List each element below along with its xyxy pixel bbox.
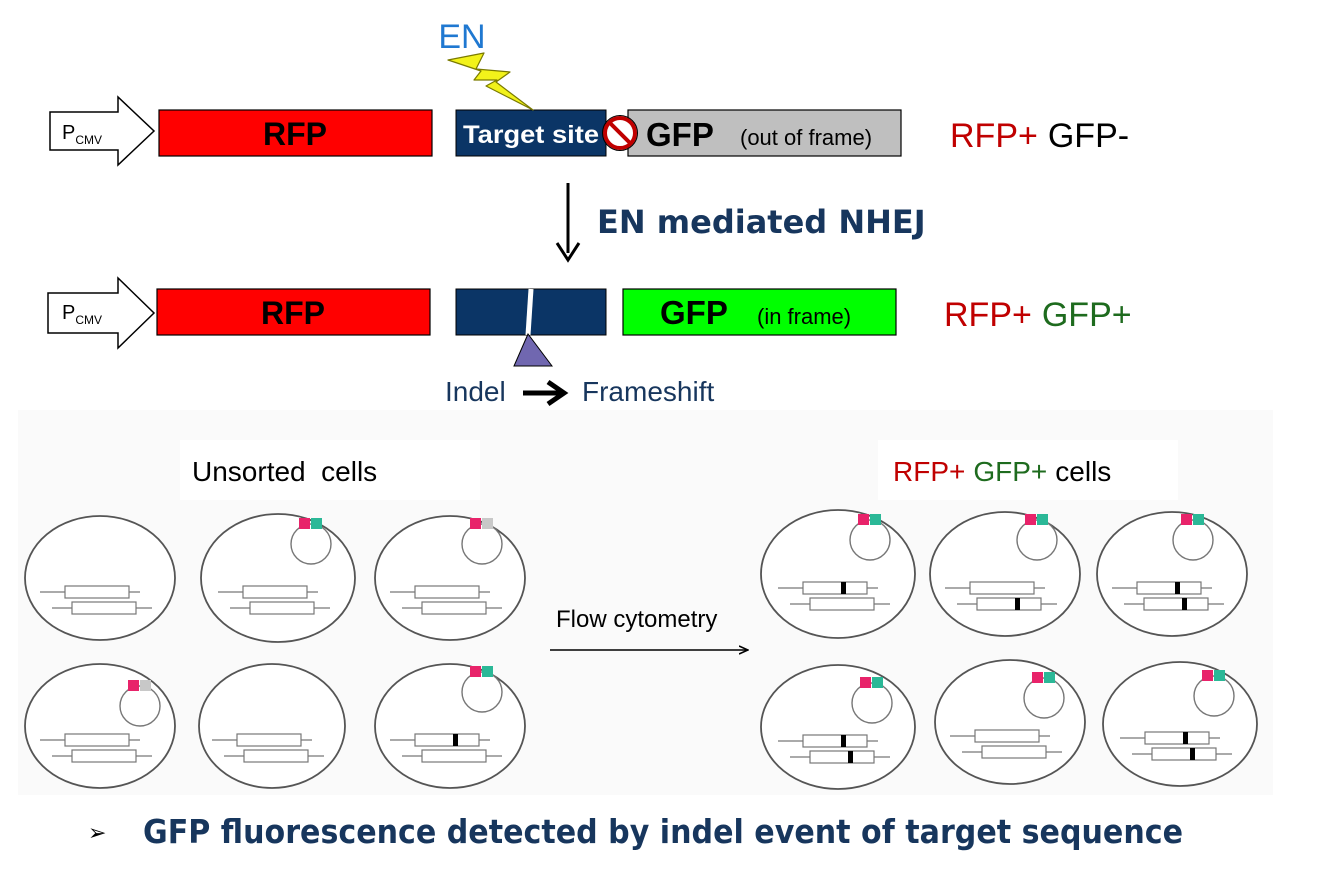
cell-7 bbox=[760, 509, 916, 639]
down-arrow-icon bbox=[555, 242, 581, 263]
process-label: EN mediated NHEJ bbox=[597, 203, 926, 241]
top-construct: PCMV RFP Target site GFP (out of frame) … bbox=[49, 18, 1129, 167]
cell-6 bbox=[374, 663, 526, 789]
bottom-construct: PCMV RFP GFP (in frame) RFP+ GFP+ Indel F… bbox=[47, 276, 1132, 407]
unsorted-title: Unsorted cells bbox=[192, 456, 377, 487]
cell-1 bbox=[24, 515, 176, 641]
cell-membrane bbox=[1096, 511, 1248, 637]
result-bottom: RFP+ GFP+ bbox=[944, 296, 1132, 334]
nhej-step: EN mediated NHEJ bbox=[555, 183, 926, 263]
cell-10 bbox=[760, 664, 916, 790]
indel-label: Indel bbox=[445, 376, 506, 407]
cell-membrane bbox=[24, 663, 176, 789]
gfp-box-in-frame bbox=[622, 288, 897, 336]
result-bottom-rfp: RFP+ bbox=[944, 296, 1032, 334]
cell-5 bbox=[198, 663, 346, 789]
cut-site bbox=[525, 288, 534, 336]
bullet-arrow-icon: ➢ bbox=[88, 821, 106, 846]
sorted-title-bg bbox=[878, 440, 1178, 500]
cell-membrane bbox=[929, 511, 1081, 637]
cell-membrane bbox=[200, 513, 356, 643]
result-top-rfp: RFP+ bbox=[950, 117, 1038, 155]
gfp-box-out-of-frame bbox=[627, 109, 902, 157]
rfp-box-top bbox=[158, 109, 433, 157]
cells-group bbox=[24, 509, 1258, 790]
cell-membrane bbox=[760, 509, 916, 639]
cell-membrane bbox=[374, 515, 526, 641]
cell-membrane bbox=[198, 663, 346, 789]
cell-11 bbox=[934, 659, 1086, 785]
cell-9 bbox=[1096, 511, 1248, 637]
result-top-gfp: GFP- bbox=[1048, 117, 1129, 155]
promoter-arrow-top bbox=[49, 95, 156, 167]
bullet-text: GFP fluorescence detected by indel event… bbox=[143, 812, 1183, 851]
frameshift-label: Frameshift bbox=[582, 376, 714, 407]
gfp-note-top: (out of frame) bbox=[740, 125, 872, 150]
promoter-label-top: PCMV bbox=[62, 122, 102, 147]
lightning-bolt-icon bbox=[447, 52, 534, 111]
cell-12 bbox=[1102, 661, 1258, 787]
target-site-label: Target site bbox=[463, 121, 599, 149]
rfp-label-bottom: RFP bbox=[261, 295, 325, 331]
rfp-box-bottom bbox=[156, 288, 431, 336]
indel-triangle-icon bbox=[513, 333, 553, 367]
cell-membrane bbox=[760, 664, 916, 790]
stop-icon bbox=[602, 115, 638, 151]
cell-8 bbox=[929, 511, 1081, 637]
en-label: EN bbox=[438, 18, 485, 56]
cell-membrane bbox=[934, 659, 1086, 785]
rfp-label-top: RFP bbox=[263, 116, 327, 152]
result-top: RFP+ GFP- bbox=[950, 117, 1129, 155]
right-arrow-icon bbox=[523, 379, 569, 407]
gfp-label-bottom: GFP bbox=[660, 294, 728, 331]
result-bottom-gfp: GFP+ bbox=[1042, 296, 1132, 334]
cell-membrane bbox=[374, 663, 526, 789]
flow-cytometry-label: Flow cytometry bbox=[556, 606, 717, 633]
promoter-arrow-bottom bbox=[47, 276, 156, 350]
unsorted-title-bg bbox=[180, 440, 480, 500]
cell-membrane bbox=[1102, 661, 1258, 787]
cell-membrane bbox=[24, 515, 176, 641]
gfp-label-top: GFP bbox=[646, 116, 714, 153]
cell-4 bbox=[24, 663, 176, 789]
sorted-title: RFP+GFP+cells bbox=[893, 456, 1111, 487]
gfp-note-bottom: (in frame) bbox=[757, 304, 851, 329]
promoter-label-bottom: PCMV bbox=[62, 302, 102, 327]
cell-2 bbox=[200, 513, 356, 643]
cell-3 bbox=[374, 515, 526, 641]
